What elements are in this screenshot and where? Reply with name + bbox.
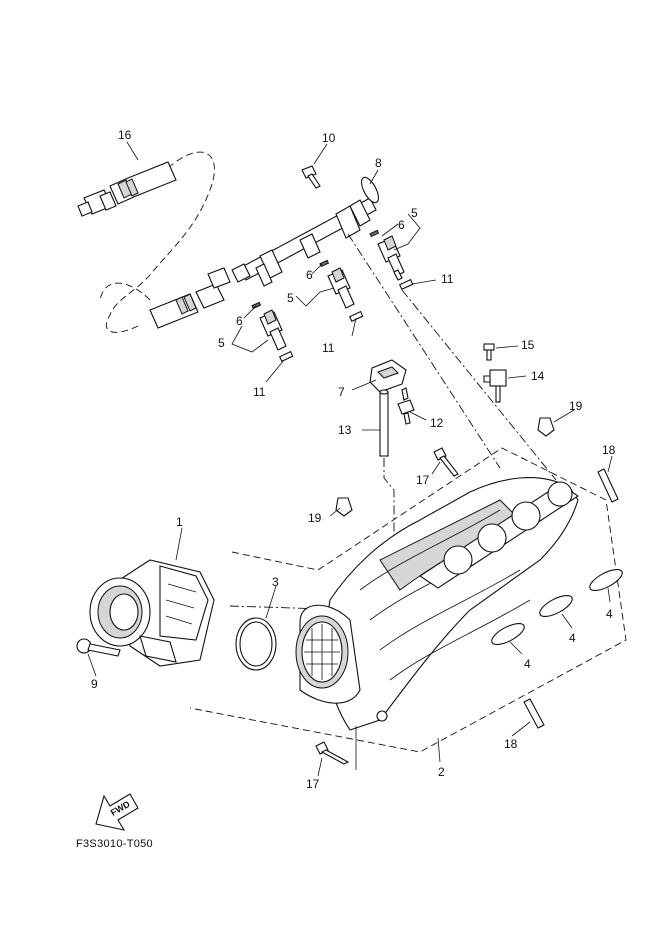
callout-16: 16 [118,128,132,142]
callout-5: 5 [218,336,225,350]
callout-17: 17 [306,777,320,791]
callout-labels: 16 10 8 5 6 6 5 11 6 5 11 11 15 14 7 19 … [91,128,616,791]
o-ring-3[interactable] [235,617,277,671]
manifold-screen [304,624,340,680]
gaskets[interactable] [489,565,625,648]
callout-8: 8 [375,156,382,170]
callout-15: 15 [521,338,535,352]
callout-11: 11 [322,341,335,355]
callout-11: 11 [253,385,266,399]
bolt-10[interactable] [301,165,321,189]
callout-19: 19 [308,511,322,525]
sensor-12[interactable] [397,387,415,425]
callout-13: 13 [338,423,352,437]
callout-6: 6 [306,268,313,282]
callout-9: 9 [91,677,98,691]
fuel-rail[interactable] [231,175,382,287]
fwd-arrow: FWD [95,793,139,831]
bolts-17[interactable] [315,447,459,765]
throttle-body[interactable] [89,559,215,667]
callout-11: 11 [441,272,454,286]
bolt-15[interactable] [483,343,495,361]
callout-10: 10 [322,131,336,145]
injector-middle[interactable] [327,267,355,309]
assembly-boundary [189,447,627,753]
callout-6: 6 [236,314,243,328]
callout-14: 14 [531,369,545,383]
callout-4: 4 [606,607,613,621]
caps-19[interactable] [335,417,555,517]
callout-6: 6 [398,218,405,232]
callout-4: 4 [524,657,531,671]
callout-19: 19 [569,399,583,413]
callout-18: 18 [504,737,518,751]
injector-right[interactable] [377,235,405,281]
leader-lines [87,141,613,777]
callout-1: 1 [176,515,183,529]
callout-5: 5 [411,206,418,220]
callout-5: 5 [287,291,294,305]
bolt-9[interactable] [76,638,121,657]
callout-18: 18 [602,443,616,457]
callout-2: 2 [438,765,445,779]
callout-7: 7 [338,385,345,399]
callout-12: 12 [430,416,444,430]
sensor-7[interactable] [369,359,407,393]
sensor-14[interactable] [483,369,507,403]
figure-code: F3S3010-T050 [76,838,153,850]
injector-left[interactable] [259,309,287,351]
wire-harness[interactable] [77,151,231,333]
intake-manifold[interactable] [295,477,579,731]
callout-17: 17 [416,473,430,487]
studs[interactable] [523,468,619,729]
pipe-13[interactable] [379,389,389,457]
callout-3: 3 [272,575,279,589]
callout-4: 4 [569,631,576,645]
o-rings [251,229,414,362]
